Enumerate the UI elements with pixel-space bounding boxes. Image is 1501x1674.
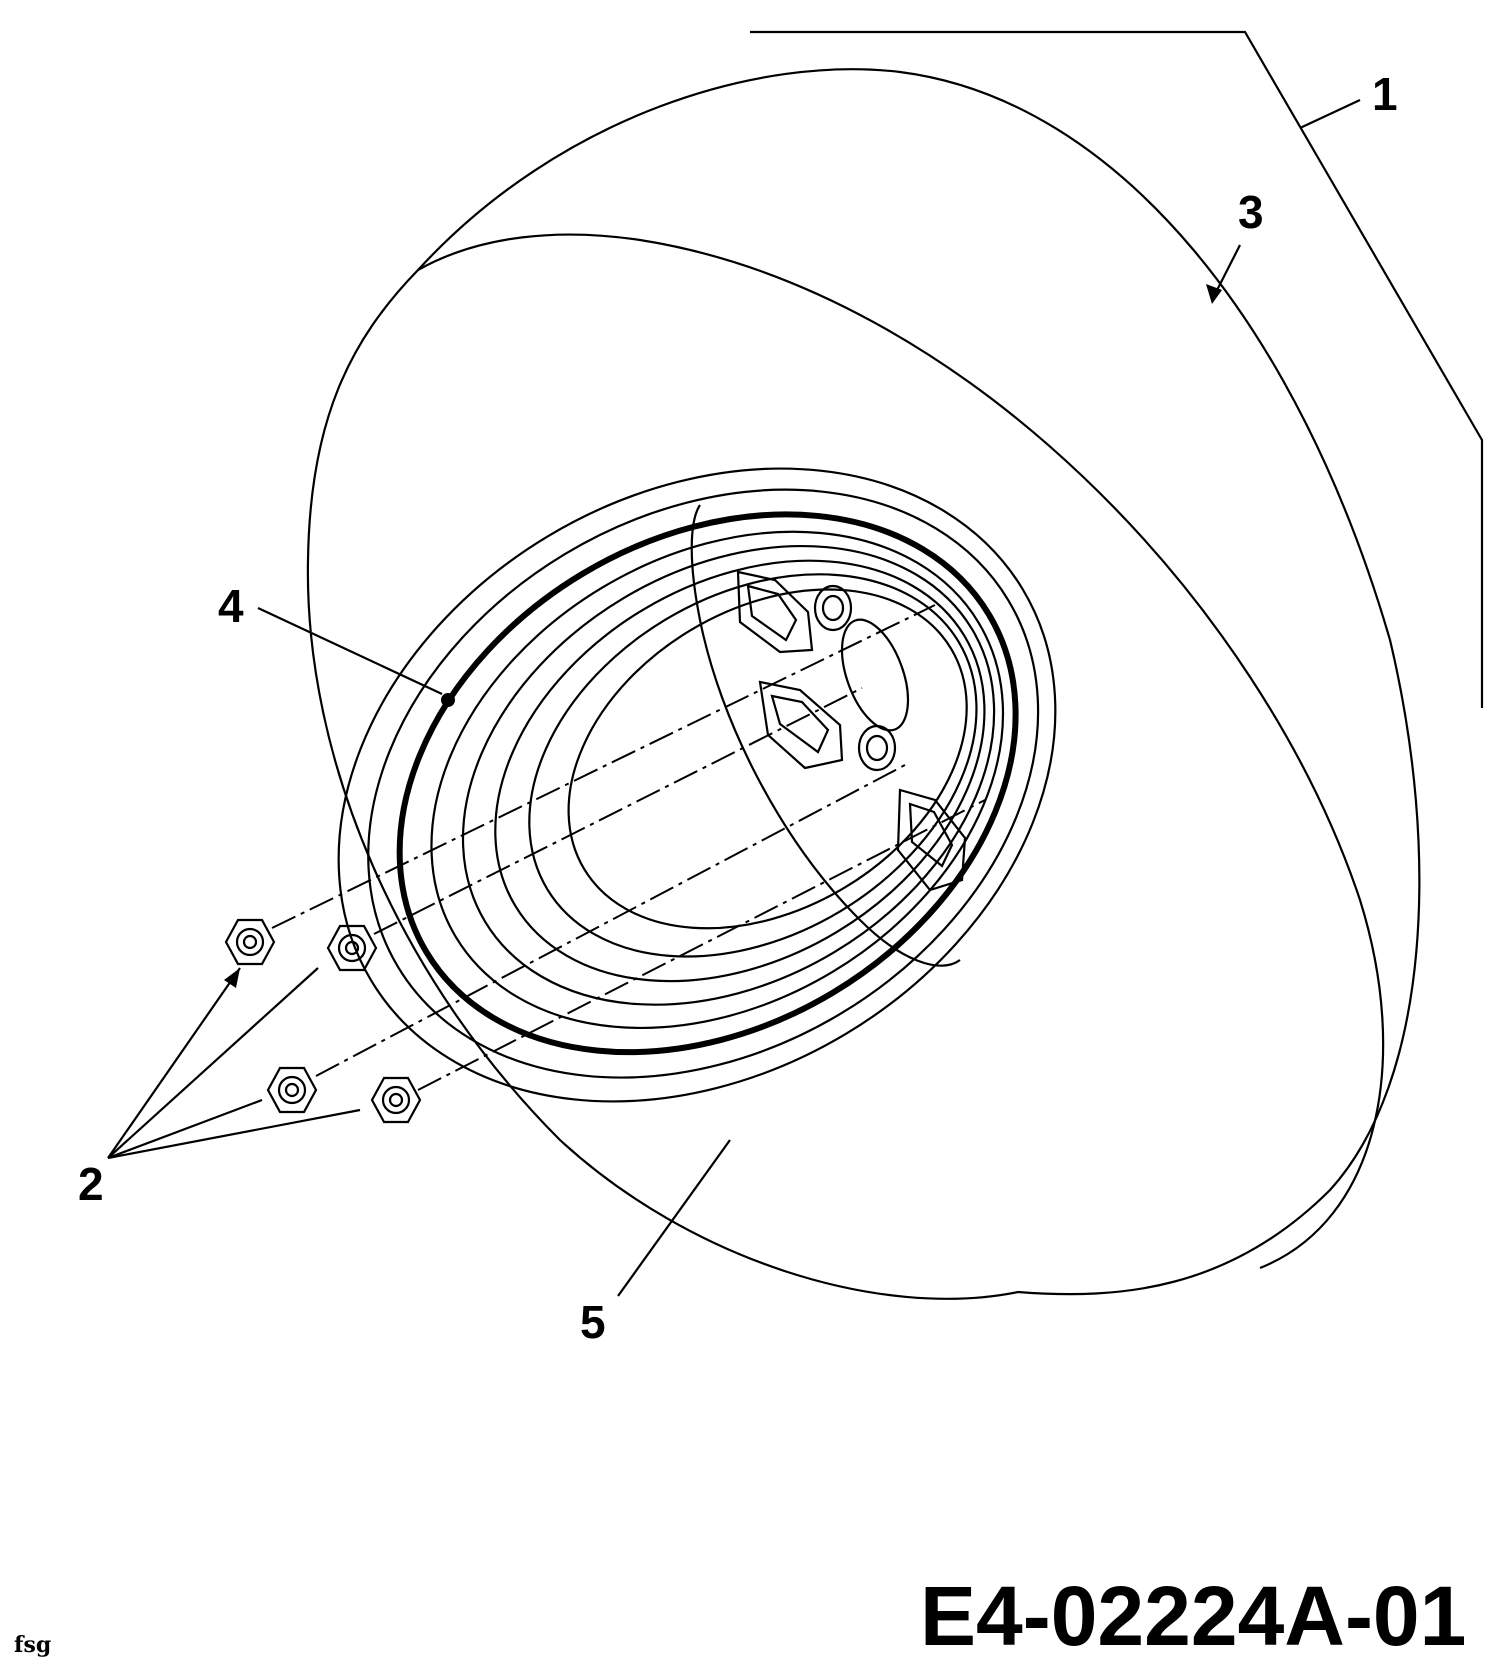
leader-5	[617, 1139, 731, 1297]
leader-2	[107, 967, 361, 1160]
corner-note: fsg	[14, 1632, 51, 1658]
callout-1: 1	[1372, 68, 1398, 120]
valve-stem	[441, 693, 455, 707]
lug-nut	[326, 924, 378, 972]
callout-5: 5	[580, 1296, 606, 1348]
callout-2: 2	[78, 1158, 104, 1210]
leader-1	[1299, 99, 1361, 129]
tire	[306, 68, 1421, 1300]
hub	[690, 504, 967, 967]
stud-center-lines	[271, 604, 986, 1091]
lug-nut	[370, 1076, 422, 1124]
rim	[337, 467, 1057, 1103]
lug-nut	[266, 1066, 318, 1114]
leader-4	[257, 607, 443, 695]
leader-3	[1206, 244, 1241, 304]
drawing-code: E4-02224A-01	[920, 1569, 1466, 1663]
callout-3: 3	[1238, 186, 1264, 238]
lug-nuts	[224, 918, 422, 1124]
lug-nut	[224, 918, 276, 966]
assembly-bracket-1	[750, 30, 1484, 708]
callout-4: 4	[218, 580, 244, 632]
